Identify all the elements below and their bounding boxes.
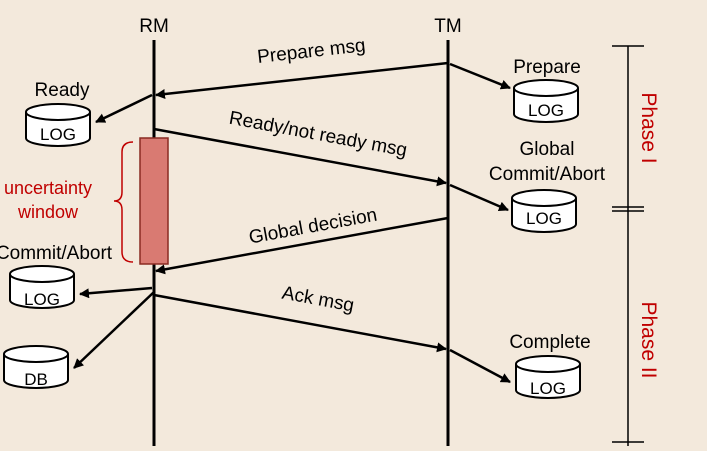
phase-2-label: Phase II xyxy=(637,301,660,378)
rm-label: RM xyxy=(139,16,169,37)
phase-1-label: Phase I xyxy=(637,92,660,163)
prepare-label: Prepare xyxy=(513,57,581,78)
ready-label: Ready xyxy=(35,80,90,101)
rm-log-label-1: LOG xyxy=(40,125,76,144)
tm-prepare-log-arrow xyxy=(449,62,511,90)
rm-ready-log-arrow xyxy=(95,93,153,124)
tm-global-log-arrow xyxy=(449,183,509,212)
ack-msg-label: Ack msg xyxy=(280,283,355,317)
global-decision-arrow xyxy=(155,216,449,275)
rm-db-arrow xyxy=(73,291,155,369)
db-label: DB xyxy=(24,370,48,389)
global-commit-abort-label: Commit/Abort xyxy=(489,164,606,185)
ack-msg-arrow xyxy=(153,293,447,353)
global-label: Global xyxy=(520,139,575,160)
tm-log-label-2: LOG xyxy=(526,209,562,228)
prepare-msg-label: Prepare msg xyxy=(256,35,366,68)
uncertainty-brace xyxy=(113,141,134,263)
commit-abort-label: Commit/Abort xyxy=(0,243,113,264)
prepare-msg-arrow xyxy=(155,61,449,99)
ready-msg-label: Ready/not ready msg xyxy=(227,108,408,162)
uncertainty-label-line2: window xyxy=(17,202,79,222)
rm-log-label-2: LOG xyxy=(24,290,60,309)
uncertainty-window-bar xyxy=(139,137,169,265)
tm-log-label-1: LOG xyxy=(528,101,564,120)
tm-label: TM xyxy=(434,16,461,37)
ready-msg-arrow xyxy=(153,127,447,187)
tm-complete-log-arrow xyxy=(449,348,511,384)
rm-commit-log-arrow xyxy=(79,286,153,299)
tm-log-label-3: LOG xyxy=(530,379,566,398)
uncertainty-label-line1: uncertainty xyxy=(4,178,92,198)
complete-label: Complete xyxy=(509,332,590,353)
